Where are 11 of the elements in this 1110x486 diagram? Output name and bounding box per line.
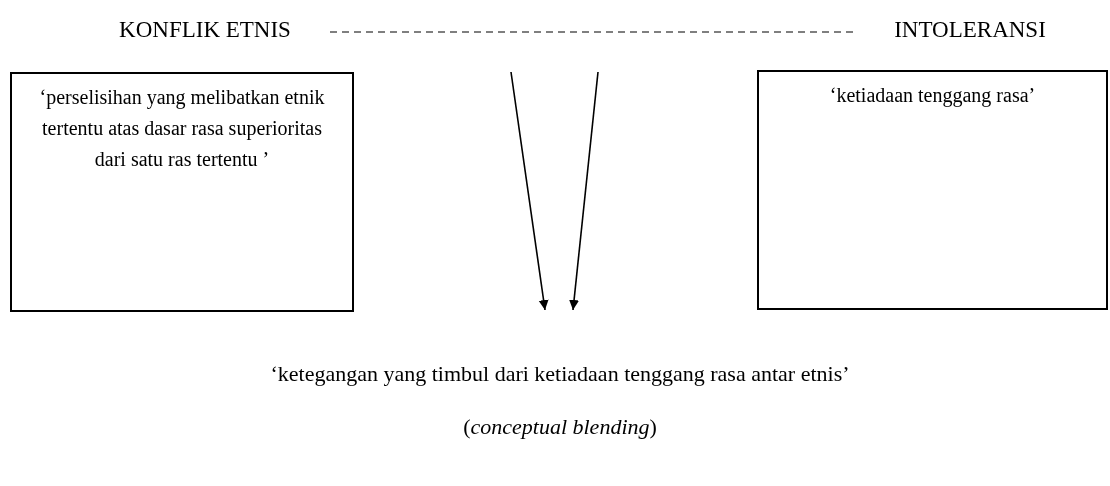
definition-text: ‘perselisihan yang melibatkan etnik tertentu atas dasar rasa superioritas dari satu ras tertentu ’: [38, 85, 326, 172]
result-text: ‘ketegangan yang timbul dari ketiadaan tenggang rasa antar etnis’: [270, 360, 850, 388]
arrow: [510, 71, 549, 311]
definition-text: ‘ketiadaan tenggang rasa’: [828, 83, 1037, 109]
dashed-line: [329, 31, 856, 33]
definition-box: [757, 70, 1108, 310]
definition-box: [10, 72, 354, 312]
note-text: (conceptual blending): [463, 413, 657, 441]
heading-text: KONFLIK ETNIS: [119, 15, 291, 44]
heading-text: INTOLERANSI: [894, 15, 1046, 44]
arrow: [569, 71, 599, 311]
